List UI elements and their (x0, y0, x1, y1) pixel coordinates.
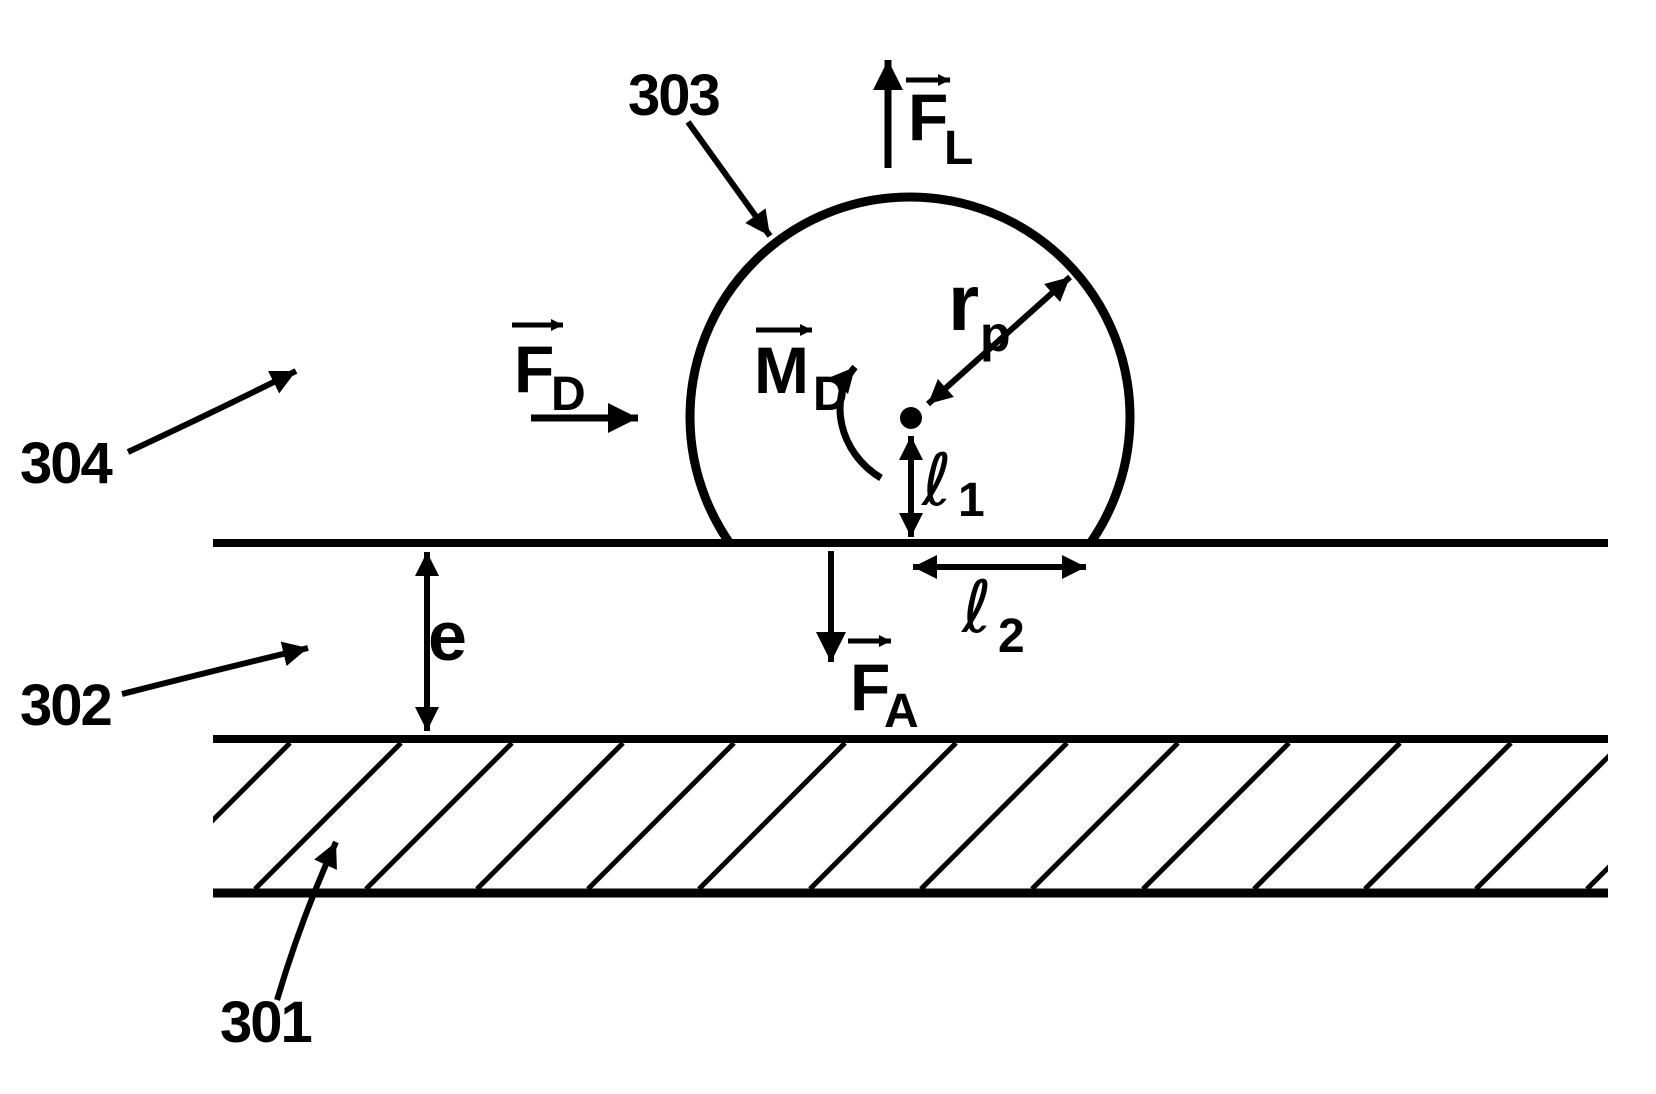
drag-moment-arc-arrow (829, 364, 883, 481)
leader-arrow-304 (126, 368, 298, 455)
lever-arm-2-label-base: ℓ (960, 565, 992, 649)
particle-radius-label-base: r (948, 258, 979, 347)
hatch-line (364, 743, 514, 889)
hatch-line (586, 743, 736, 889)
leader-arrow-301 (274, 840, 339, 1001)
hatch-line (1363, 743, 1513, 889)
lift-force-label-base: F (908, 80, 948, 154)
leader-arrow-302 (121, 641, 309, 697)
hatch-line (919, 743, 1069, 889)
hatch-line (697, 743, 847, 889)
hatch-line (475, 743, 625, 889)
adhesion-force-label-sub: A (884, 685, 919, 738)
adhesion-force-label-base: F (850, 650, 890, 724)
flow-ref-label: 304 (20, 431, 113, 496)
hatch-line (808, 743, 958, 889)
hatch-line (1474, 753, 1608, 889)
drag-force-label-base: F (514, 332, 554, 406)
hatch-line (1030, 743, 1180, 889)
drag-moment-label-sub: D (813, 368, 848, 421)
lever-arm-1-label-base: ℓ (920, 438, 952, 522)
film-ref-label: 302 (20, 673, 111, 738)
leader-arrow-303 (685, 120, 773, 238)
lever-arm-1-label-sub: 1 (958, 474, 985, 527)
substrate-ref-label: 301 (220, 990, 312, 1055)
hatch-line (1141, 743, 1291, 889)
particle-ref-label: 303 (628, 63, 720, 128)
substrate-hatching (213, 743, 1608, 889)
hatch-line (1252, 743, 1402, 889)
particle-radius-label-sub: p (980, 306, 1011, 362)
lift-force-label-sub: L (944, 122, 973, 175)
particle-center-dot (900, 407, 922, 429)
drag-moment-label-base: M (754, 333, 809, 407)
lever-arm-2-label-sub: 2 (998, 610, 1025, 663)
particle-radius-dimension-arrow (926, 274, 1072, 407)
hatch-line (253, 743, 403, 889)
drag-force-label-sub: D (551, 368, 586, 421)
hatch-line (213, 743, 292, 824)
film-thickness-label: e (428, 597, 467, 675)
particle-circle (685, 192, 1135, 543)
